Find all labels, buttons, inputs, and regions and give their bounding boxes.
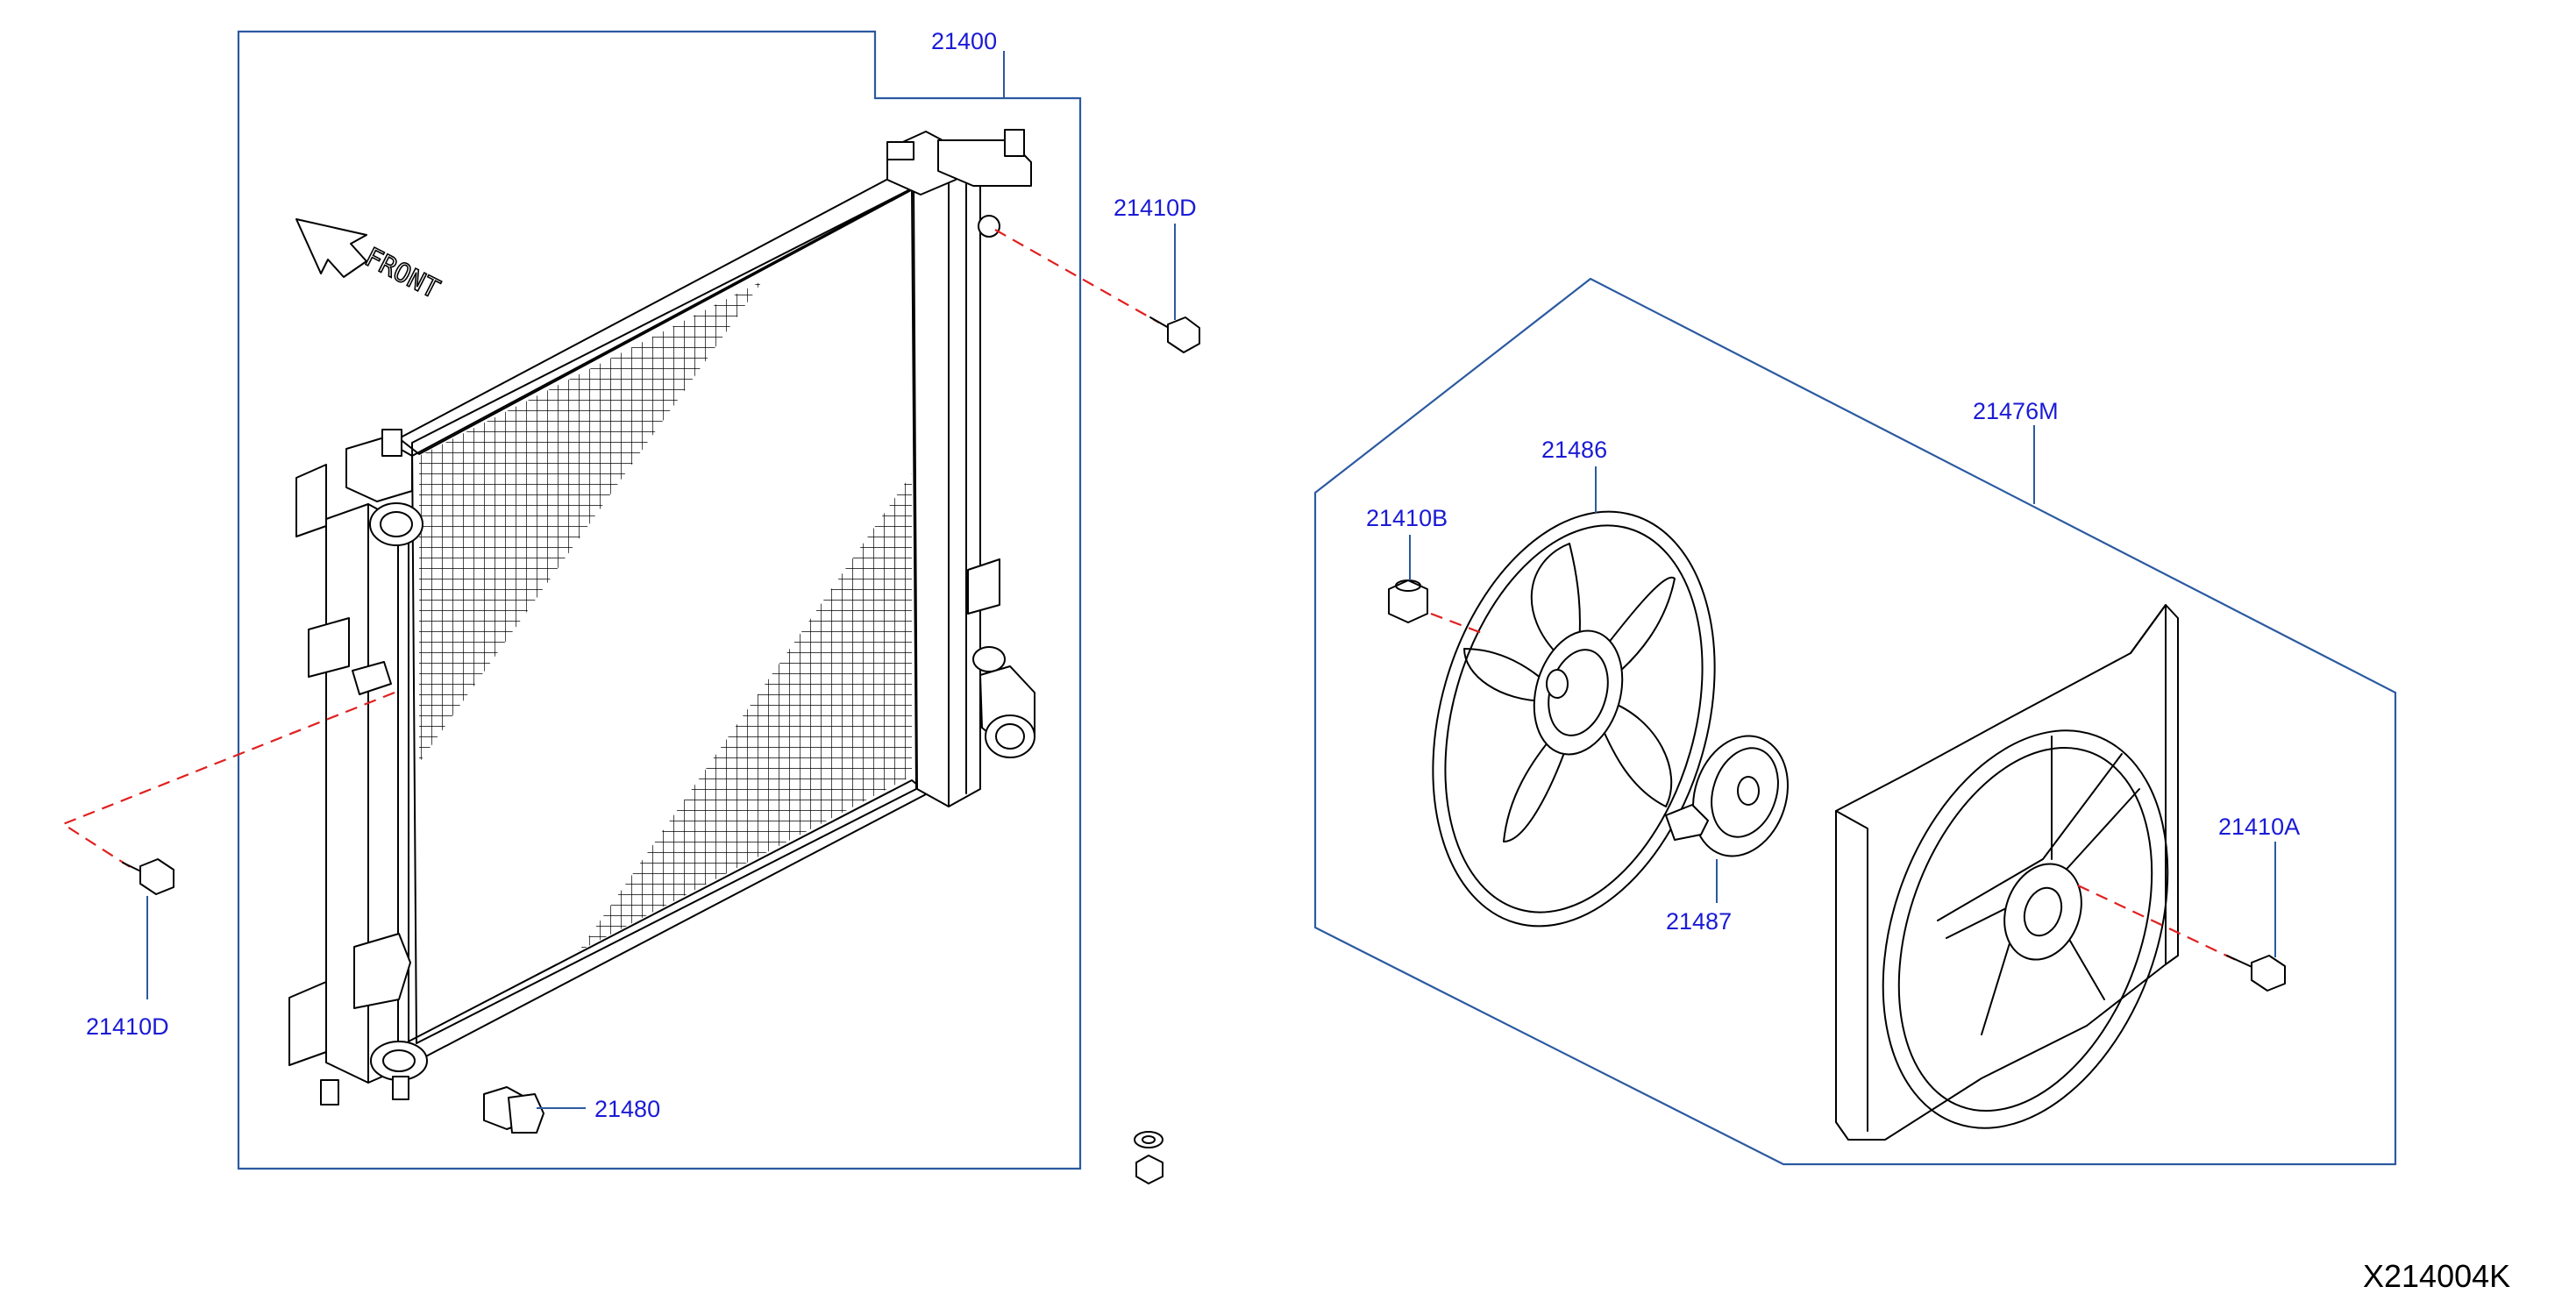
nut — [1388, 579, 1483, 635]
fan-motor — [1665, 735, 1789, 857]
callout-21410a: 21410A — [2218, 814, 2300, 840]
bolt-shroud — [2077, 885, 2286, 992]
callout-21476m: 21476M — [1973, 398, 2059, 424]
radiator-group-outline — [237, 30, 1082, 1170]
fan-blade — [1432, 510, 1716, 928]
callout-21487: 21487 — [1666, 908, 1732, 935]
fan-assembly-group: 21476M 21486 21410B — [1313, 277, 2397, 1166]
drain-plug — [483, 1086, 544, 1134]
callout-21486: 21486 — [1541, 437, 1607, 463]
front-arrow-icon — [295, 218, 367, 278]
washer-nut — [1134, 1131, 1163, 1184]
radiator — [288, 129, 1035, 1105]
bolt-upper — [994, 229, 1200, 353]
callout-21400: 21400 — [931, 28, 997, 54]
callout-21410d-lower: 21410D — [86, 1013, 169, 1040]
callout-21410d-upper: 21410D — [1114, 195, 1197, 221]
bolt-lower — [60, 691, 395, 895]
fan-group-outline — [1313, 277, 2397, 1166]
callout-21480: 21480 — [594, 1096, 660, 1122]
drawing-code: X214004K — [2363, 1258, 2510, 1294]
front-label: FRONT — [359, 242, 444, 305]
callout-21410b: 21410B — [1366, 505, 1448, 531]
fan-shroud — [1835, 604, 2179, 1141]
radiator-group: FRONT — [60, 28, 1200, 1170]
